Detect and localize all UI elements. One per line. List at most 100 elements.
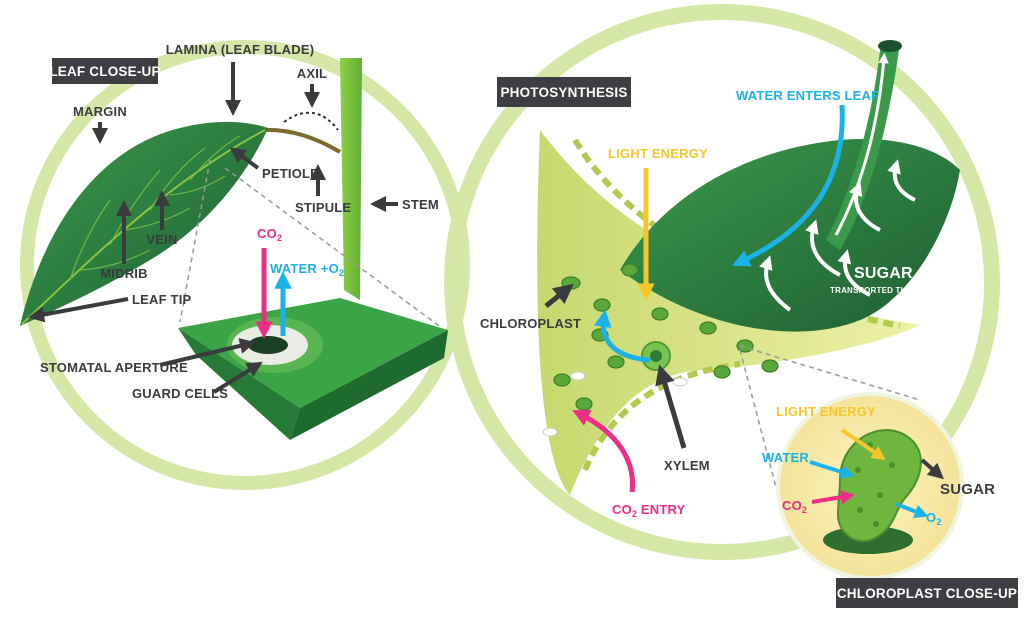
- label-water-o2-sub: 2: [339, 268, 344, 278]
- leaf-blade-shape: [20, 121, 268, 326]
- chloroplast-closeup-illustration: [776, 392, 964, 580]
- chloroplast-2: [593, 298, 611, 312]
- label-petiole: PETIOLE: [262, 166, 319, 181]
- closeup-o2-arrow: [895, 502, 929, 519]
- label-closeup-co2: CO2: [782, 498, 807, 515]
- closeup-light-arrow: [840, 428, 886, 460]
- chloroplast-8: [607, 355, 625, 369]
- stoma-2: [542, 427, 558, 437]
- leaf-illustration: [20, 58, 362, 326]
- petiole-shape: [261, 127, 342, 154]
- sugar-arrows: [759, 159, 916, 312]
- closeup-water-arrow: [809, 460, 855, 479]
- tag-leaf-closeup: LEAF CLOSE-UP: [49, 58, 160, 84]
- leaf-upper-dark: [620, 139, 960, 332]
- chloroplast-body: [836, 429, 922, 542]
- label-co2-entry-rest: ENTRY: [637, 502, 686, 517]
- slab-right-side: [290, 330, 448, 440]
- stomata-slab: [178, 298, 448, 440]
- label-closeup-water: WATER: [762, 450, 809, 465]
- leaf-veins: [69, 135, 241, 281]
- label-lamina: LAMINA (LEAF BLADE): [166, 42, 314, 57]
- xylem-core: [650, 350, 662, 362]
- water-to-chloroplast-arrow: [594, 309, 651, 363]
- sugar-arrow-4: [887, 159, 916, 202]
- sugar-arrow-2: [805, 219, 841, 277]
- tag-chloroplast-closeup: CHLOROPLAST CLOSE-UP: [836, 578, 1018, 608]
- chloroplast-12: [761, 359, 779, 373]
- sugar-arrow-5: [837, 249, 871, 297]
- tag-photosynthesis-text: PHOTOSYNTHESIS: [500, 85, 627, 100]
- stem-tube: [826, 42, 900, 250]
- tag-chloroplast-closeup-text: CHLOROPLAST CLOSE-UP: [837, 586, 1017, 601]
- cell-row-top: [572, 138, 901, 329]
- granum-5: [857, 507, 863, 513]
- label-sugar: SUGAR: [854, 265, 913, 282]
- granum-4: [877, 492, 883, 498]
- label-closeup-o2-base: O: [926, 510, 936, 525]
- chloroplast-3: [621, 263, 639, 277]
- leaf-closeup-ring: [20, 40, 470, 490]
- label-closeup-light-energy: LIGHT ENERGY: [776, 404, 876, 419]
- tag-leaf-closeup-bg: [52, 58, 158, 84]
- label-stipule: STIPULE: [295, 200, 351, 215]
- tag-leaf-closeup-text: LEAF CLOSE-UP: [49, 64, 160, 79]
- label-water-enters-leaf: WATER ENTERS LEAF: [736, 88, 879, 103]
- xylem-arrow: [655, 364, 687, 449]
- stoma-1: [570, 371, 586, 381]
- chloroplast-5: [699, 321, 717, 335]
- chloroplast-9: [553, 373, 571, 387]
- guard-cells-arrow: [212, 361, 263, 394]
- label-co2-entry-base: CO: [612, 502, 632, 517]
- label-midrib: MIDRIB: [100, 266, 147, 281]
- label-water-o2-base: WATER +O: [270, 261, 339, 276]
- tag-photosynthesis: PHOTOSYNTHESIS: [497, 77, 631, 107]
- leaf-midrib-line: [21, 129, 266, 325]
- stomatal-opening: [248, 336, 288, 354]
- water-enters-leaf-arrow: [732, 104, 845, 267]
- granum-6: [873, 521, 879, 527]
- stem-tube-opening: [878, 40, 902, 52]
- chloroplast-arrow: [544, 283, 574, 308]
- label-co2-in-base: CO: [257, 226, 277, 241]
- label-closeup-o2-sub: 2: [936, 517, 941, 527]
- petiole-arrow: [229, 147, 260, 170]
- tag-photosynthesis-bg: [497, 77, 631, 107]
- label-sugar-note: TRANSPORTED THROUGH PLANT: [830, 286, 967, 295]
- label-stem: STEM: [402, 197, 439, 212]
- photosynthesis-illustration: [537, 40, 960, 495]
- label-leaf-tip: LEAF TIP: [132, 292, 192, 307]
- sugar-arrow-3: [848, 181, 881, 232]
- sugar-arrow-1: [759, 255, 792, 312]
- label-axil: AXIL: [297, 66, 327, 81]
- closeup-co2-arrow: [811, 490, 855, 505]
- closeup-sugar-arrow: [920, 458, 945, 480]
- label-closeup-co2-sub: 2: [802, 505, 807, 515]
- label-chloroplast: CHLOROPLAST: [480, 316, 581, 331]
- slab-left-side: [178, 328, 300, 440]
- label-vein: VEIN: [146, 232, 177, 247]
- label-co2-in: CO2: [257, 226, 282, 243]
- label-co2-entry-sub: 2: [632, 509, 637, 519]
- granum-2: [889, 462, 895, 468]
- stomatal-aperture-arrow: [159, 338, 256, 367]
- label-co2-entry: CO2 ENTRY: [612, 502, 686, 519]
- sugar-up-stem-arrow: [834, 52, 889, 236]
- label-closeup-co2-base: CO: [782, 498, 802, 513]
- stomata-openings: [542, 371, 688, 437]
- chloroplast-10: [575, 397, 593, 411]
- axil-arc: [283, 111, 339, 131]
- chloroplast-4: [651, 307, 669, 321]
- label-closeup-sugar: SUGAR: [940, 481, 995, 498]
- granum-3: [855, 467, 861, 473]
- chloroplast-1: [561, 276, 581, 290]
- label-xylem: XYLEM: [664, 458, 710, 473]
- stoma-3: [672, 377, 688, 387]
- label-light-energy: LIGHT ENERGY: [608, 146, 708, 161]
- chloroplast-11: [713, 365, 731, 379]
- stem-shape: [340, 58, 362, 300]
- zoom-line-left: [179, 159, 211, 323]
- label-water-o2: WATER +O2: [270, 261, 344, 278]
